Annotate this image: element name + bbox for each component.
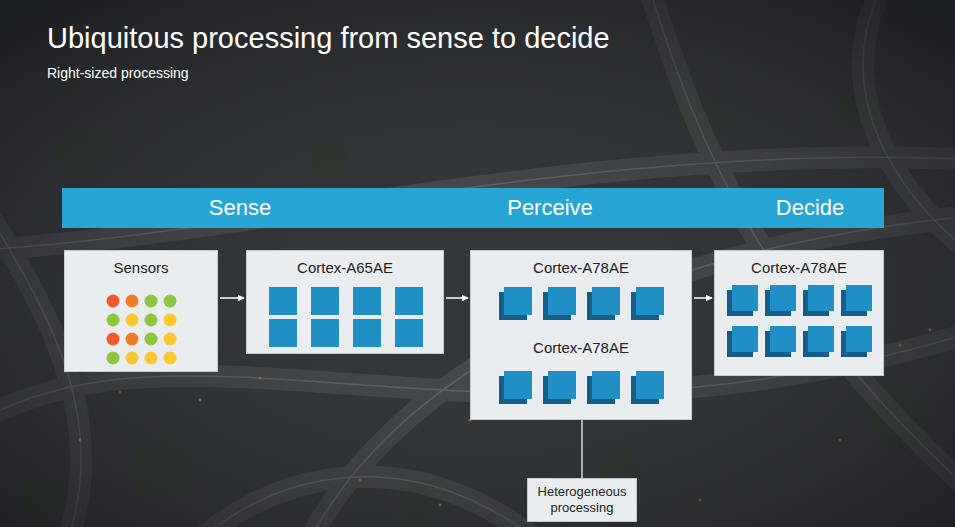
- slide-subtitle: Right-sized processing: [47, 64, 189, 82]
- flow-arrow: [446, 297, 468, 299]
- slide-title: Ubiquitous processing from sense to deci…: [47, 20, 610, 56]
- process-box: Heterogeneous processing: [527, 478, 637, 522]
- sensor-box: Sensors: [64, 250, 218, 372]
- processor-box: Cortex-A78AE Cortex-A78AE: [470, 250, 692, 420]
- connector-line: [581, 420, 583, 478]
- stage-heading: Decide: [776, 188, 844, 228]
- stage-heading: Perceive: [507, 188, 593, 228]
- processor-name: Cortex-A65AE: [297, 259, 393, 277]
- processor-name: Cortex-A78AE: [751, 259, 847, 277]
- flow-arrow: [220, 297, 244, 299]
- processor-name: Cortex-A78AE: [533, 259, 629, 277]
- core-icons: [471, 251, 693, 421]
- process-label: Heterogeneous processing: [534, 484, 630, 516]
- processor-name: Sensors: [113, 259, 168, 277]
- processor-box: Cortex-A78AE: [714, 250, 884, 376]
- stage-heading: Sense: [209, 188, 271, 228]
- processor-name: Cortex-A78AE: [533, 339, 629, 357]
- stage-band: Sense Perceive Decide: [62, 188, 884, 228]
- flow-arrow: [694, 297, 712, 299]
- processor-box: Cortex-A65AE: [246, 250, 444, 354]
